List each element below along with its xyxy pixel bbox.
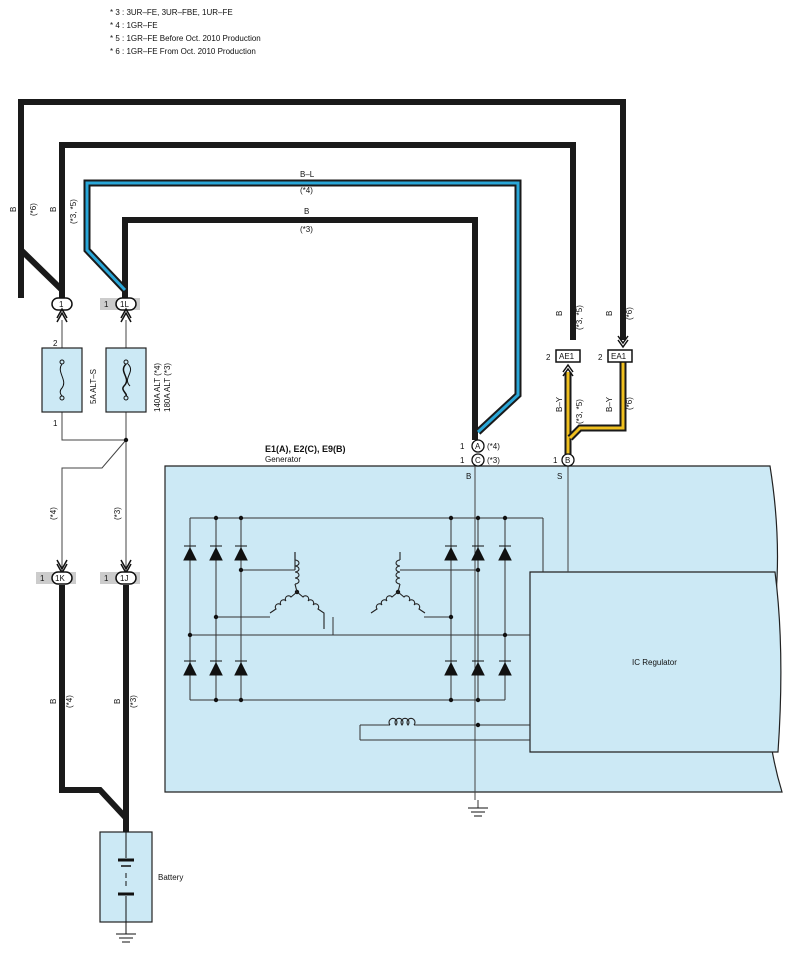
battery-label: Battery bbox=[158, 873, 183, 882]
svg-text:A: A bbox=[475, 442, 481, 451]
svg-text:C: C bbox=[475, 456, 481, 465]
fuse-alt-s: 2 1 5A ALT–S bbox=[41, 339, 98, 428]
label-b-top: B bbox=[304, 207, 309, 216]
connector-ae1: 2 AE1 bbox=[546, 349, 581, 377]
thin-wires bbox=[61, 320, 569, 800]
connector-ea1: 2 EA1 bbox=[598, 335, 633, 363]
label-left-note6: (*6) bbox=[29, 203, 38, 216]
label-bot-left-note: (*4) bbox=[49, 507, 58, 520]
fuse-alt-s-label: 5A ALT–S bbox=[89, 369, 98, 404]
arrow-icon bbox=[56, 307, 68, 323]
svg-text:(*3): (*3) bbox=[487, 456, 500, 465]
label-bat-mid-note: (*3) bbox=[129, 695, 138, 708]
wire-to-ae1 bbox=[59, 142, 576, 340]
svg-text:AE1: AE1 bbox=[559, 352, 575, 361]
note-4: * 4 : 1GR–FE bbox=[110, 21, 158, 30]
label-bl: B–L bbox=[300, 170, 315, 179]
pin-c: 1 C (*3) bbox=[460, 453, 500, 467]
label-ea1-b: B bbox=[605, 311, 614, 316]
svg-text:2: 2 bbox=[598, 353, 603, 362]
fuse-140-label: 140A ALT (*4) bbox=[153, 363, 162, 412]
black-wires bbox=[18, 99, 626, 832]
pin-b: 1 B bbox=[553, 453, 575, 467]
svg-text:1: 1 bbox=[553, 456, 558, 465]
svg-text:1: 1 bbox=[460, 456, 465, 465]
label-bat-left-b: B bbox=[49, 699, 58, 704]
wire-to-ea1 bbox=[18, 99, 626, 340]
arrow-icon bbox=[562, 363, 574, 377]
battery-icon bbox=[118, 832, 134, 922]
term-s-label: S bbox=[557, 472, 562, 481]
label-ae1-b: B bbox=[555, 311, 564, 316]
pin-a: 1 A (*4) bbox=[460, 439, 500, 453]
label-by1: B–Y bbox=[555, 396, 564, 412]
label-ea1-note: (*6) bbox=[625, 307, 634, 320]
svg-text:1K: 1K bbox=[55, 574, 65, 583]
arrow-icon bbox=[617, 335, 629, 349]
wire-b-3 bbox=[122, 217, 478, 440]
battery-ground-icon bbox=[116, 922, 136, 943]
generator-ground-icon bbox=[468, 807, 488, 817]
label-left2-note: (*3, *5) bbox=[69, 199, 78, 224]
fuse-alt-main: 140A ALT (*4) 180A ALT (*3) bbox=[105, 347, 172, 413]
svg-text:1: 1 bbox=[40, 574, 45, 583]
ic-regulator-label: IC Regulator bbox=[632, 658, 677, 667]
connector-1L: 1 1L bbox=[100, 297, 140, 323]
svg-text:EA1: EA1 bbox=[611, 352, 627, 361]
wire-join bbox=[18, 247, 65, 293]
label-bat-mid-b: B bbox=[113, 699, 122, 704]
diodes bbox=[183, 545, 512, 676]
svg-text:1: 1 bbox=[59, 300, 64, 309]
connector-1: 1 bbox=[51, 297, 73, 323]
notes: * 3 : 3UR–FE, 3UR–FBE, 1UR–FE * 4 : 1GR–… bbox=[110, 8, 261, 56]
label-by1-note: (*3, *5) bbox=[575, 399, 584, 424]
label-b-top-note: (*3) bbox=[300, 225, 313, 234]
connector-1J: 1 1J bbox=[100, 559, 140, 585]
svg-text:1: 1 bbox=[104, 300, 109, 309]
svg-text:(*4): (*4) bbox=[487, 442, 500, 451]
stator-coils bbox=[269, 552, 426, 726]
label-left-b: B bbox=[9, 207, 18, 212]
connector-1K: 1 1K bbox=[36, 559, 76, 585]
svg-text:B: B bbox=[565, 456, 570, 465]
ic-regulator-box bbox=[529, 571, 782, 753]
label-by2-note: (*6) bbox=[625, 397, 634, 410]
svg-text:1: 1 bbox=[53, 419, 58, 428]
label-ae1-note: (*3, *5) bbox=[575, 305, 584, 330]
label-bat-left-note: (*4) bbox=[65, 695, 74, 708]
label-left2-b: B bbox=[49, 207, 58, 212]
label-by2: B–Y bbox=[605, 396, 614, 412]
svg-text:2: 2 bbox=[546, 353, 551, 362]
svg-text:1: 1 bbox=[460, 442, 465, 451]
term-b-label: B bbox=[466, 472, 471, 481]
svg-text:1J: 1J bbox=[120, 574, 128, 583]
generator-title: E1(A), E2(C), E9(B) bbox=[265, 444, 346, 454]
svg-text:2: 2 bbox=[53, 339, 58, 348]
svg-text:1L: 1L bbox=[120, 300, 129, 309]
label-bot-mid-note: (*3) bbox=[113, 507, 122, 520]
blue-wire bbox=[83, 179, 522, 435]
note-3: * 3 : 3UR–FE, 3UR–FBE, 1UR–FE bbox=[110, 8, 233, 17]
generator-subtitle: Generator bbox=[265, 455, 301, 464]
note-5: * 5 : 1GR–FE Before Oct. 2010 Production bbox=[110, 34, 261, 43]
svg-text:1: 1 bbox=[104, 574, 109, 583]
label-bl-note: (*4) bbox=[300, 186, 313, 195]
note-6: * 6 : 1GR–FE From Oct. 2010 Production bbox=[110, 47, 256, 56]
wire-labels: B–L (*4) B (*3) B (*6) B (*3, *5) B (*3,… bbox=[9, 170, 634, 708]
yellow-wires bbox=[564, 362, 627, 455]
arrow-icon bbox=[120, 307, 132, 323]
fuse-180-label: 180A ALT (*3) bbox=[163, 363, 172, 412]
